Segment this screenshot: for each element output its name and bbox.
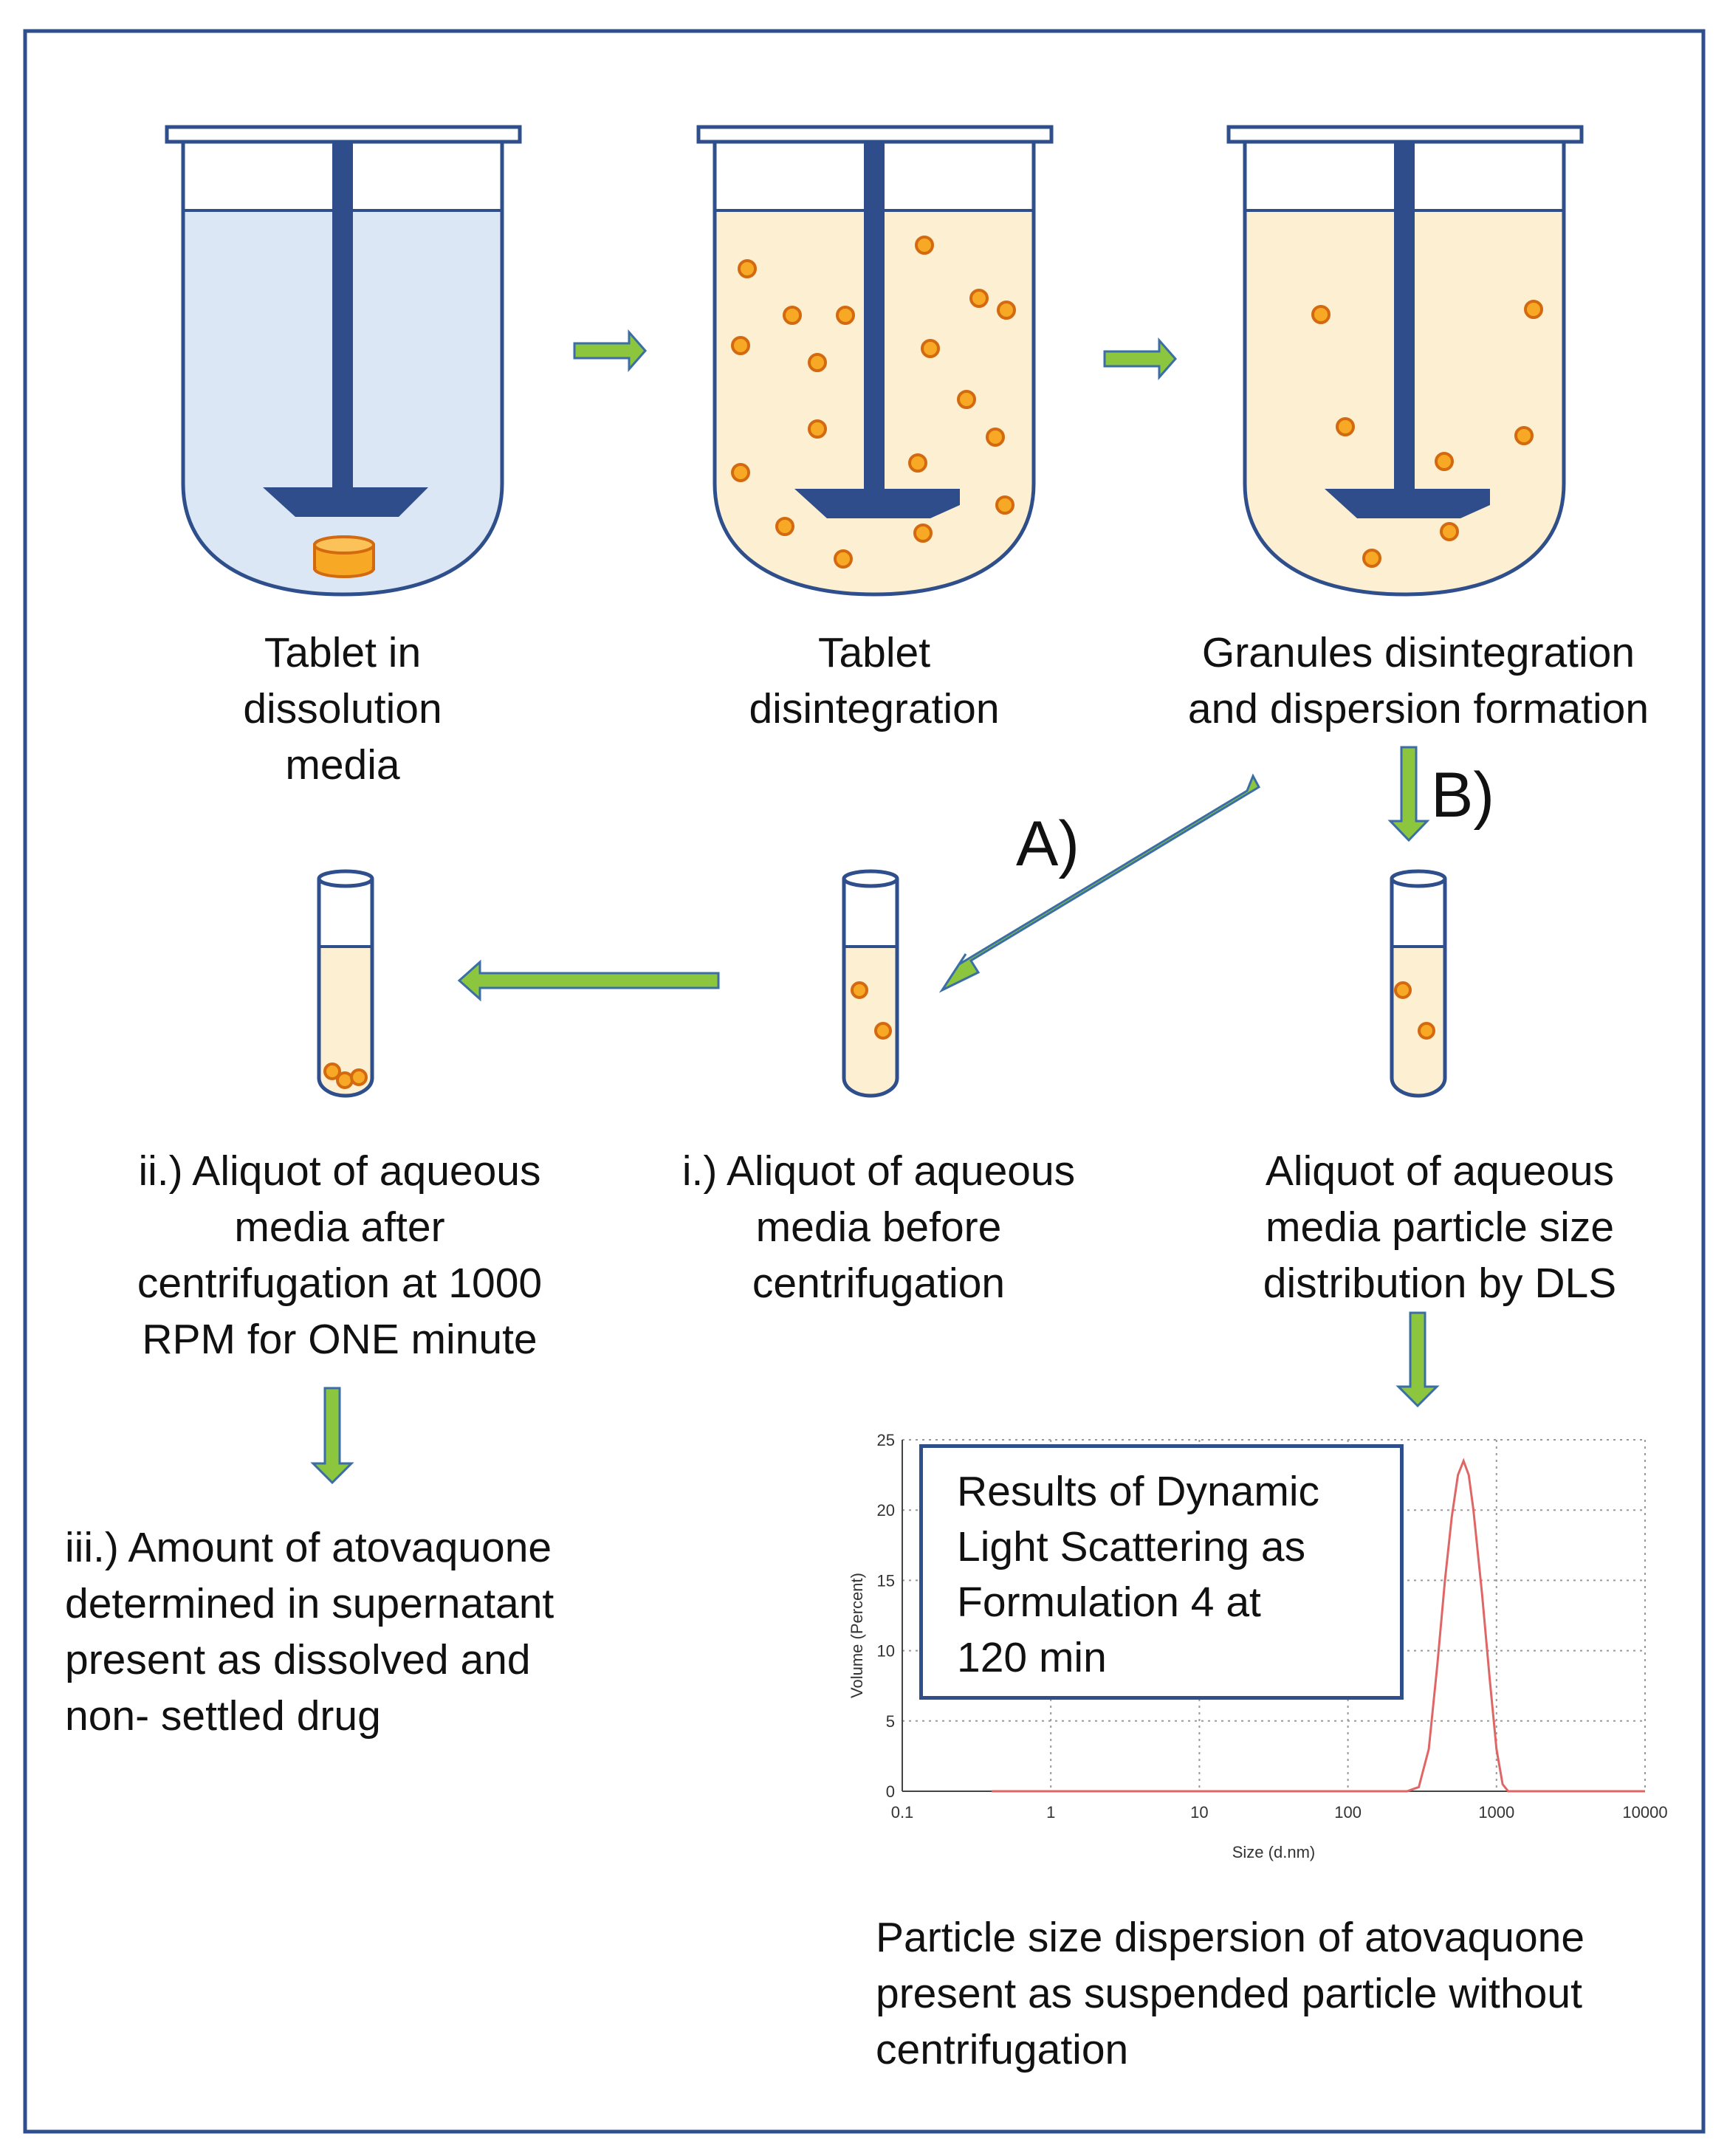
chart-y-tick-label: 5 <box>886 1712 895 1731</box>
chart-y-tick-label: 25 <box>877 1431 895 1449</box>
particle <box>908 453 927 473</box>
vessel-1-caption: Tablet in dissolution media <box>243 629 442 789</box>
stirrer-3-blade <box>1325 489 1490 518</box>
tube-before <box>842 869 899 1098</box>
vessel-1-lid <box>165 125 522 144</box>
stirrer-2-shaft <box>864 142 885 489</box>
vessel-3-wall <box>1243 142 1566 597</box>
suspended-particles <box>1394 981 1435 1040</box>
arrow-path-b <box>1387 746 1430 842</box>
particle <box>986 428 1005 447</box>
stirrer-1-shaft <box>332 142 353 489</box>
tube-before-caption: i.) Aliquot of aqueous media before cent… <box>681 1147 1076 1307</box>
chart-x-tick-label: 10000 <box>1622 1803 1667 1822</box>
vessel-2-wall <box>713 142 1036 597</box>
particle <box>995 495 1014 515</box>
sediment-particles <box>323 1062 368 1089</box>
vessel-2 <box>696 125 1054 597</box>
particle <box>836 306 855 325</box>
chart-series <box>992 1458 1645 1793</box>
chart-y-tick-label: 20 <box>877 1501 895 1520</box>
particle <box>834 549 853 569</box>
chart-x-tick-label: 10 <box>1190 1803 1208 1822</box>
chart-x-tick-label: 100 <box>1334 1803 1362 1822</box>
particle <box>738 259 757 278</box>
dls-results-box: Results of Dynamic Light Scattering as F… <box>919 1444 1404 1700</box>
dls-chart: 0.1 1 10 100 1000 10000 0 5 10 15 20 25 Size (d.nm)… <box>848 1431 1668 1861</box>
chart-y-tick-label: 15 <box>877 1571 895 1590</box>
tube-centrifuged-caption: ii.) Aliquot of aqueous media after cent… <box>137 1147 543 1363</box>
particle <box>1440 522 1459 541</box>
particle <box>1524 300 1543 319</box>
chart-x-axis-label: Size (d.nm) <box>1232 1843 1315 1861</box>
vessel-3-lid <box>1226 125 1584 144</box>
particle <box>808 419 827 439</box>
chart-x-tick-label: 1000 <box>1478 1803 1514 1822</box>
arrow-to-result <box>310 1387 354 1485</box>
chart-y-axis-label: Volume (Percent) <box>848 1573 866 1698</box>
particle <box>731 336 750 355</box>
particle <box>808 353 827 372</box>
vessel-2-particles <box>731 236 1016 569</box>
chart-y-tick-label: 10 <box>877 1642 895 1661</box>
stirrer-1-blade <box>263 487 428 517</box>
chart-x-tick-label: 0.1 <box>891 1803 914 1822</box>
arrow-to-centrifuge <box>457 959 720 1002</box>
particle <box>957 390 976 409</box>
chart-x-tick-label: 1 <box>1046 1803 1055 1822</box>
tube-dls-caption: Aliquot of aqueous media particle size d… <box>1263 1147 1617 1307</box>
particle <box>1336 417 1355 436</box>
particle <box>921 339 940 358</box>
arrow-vessel1-to-vessel2 <box>573 329 647 372</box>
arrow-path-a <box>938 773 1260 993</box>
tablet-icon <box>313 535 375 578</box>
outer-frame <box>23 29 1706 2134</box>
path-b-label: B) <box>1431 760 1494 831</box>
stirrer-2-blade <box>794 489 960 518</box>
vessel-3-caption: Granules disintegration and dispersion f… <box>1187 629 1649 732</box>
particle <box>915 236 934 255</box>
particle <box>913 523 933 543</box>
dls-caption: Particle size dispersion of atovaquone p… <box>876 1914 1585 2073</box>
particle <box>1435 452 1454 471</box>
particle <box>783 306 802 325</box>
chart-tick-labels: 0.1 1 10 100 1000 10000 0 5 10 15 20 25 <box>877 1431 1668 1822</box>
particle <box>969 289 989 308</box>
tube-centrifuged <box>317 869 374 1098</box>
stirrer-3-shaft <box>1394 142 1415 489</box>
particle <box>1362 549 1381 568</box>
arrow-to-dls-chart <box>1395 1311 1440 1408</box>
vessel-3 <box>1226 125 1584 597</box>
particle <box>1514 426 1534 445</box>
particle <box>731 463 750 482</box>
particle <box>1311 305 1331 324</box>
tube-dls <box>1390 869 1447 1098</box>
vessel-1 <box>165 125 522 597</box>
vessel-3-particles <box>1311 300 1543 568</box>
particle <box>775 517 794 536</box>
path-a-label: A) <box>1016 808 1079 879</box>
chart-series-line <box>992 1458 1645 1793</box>
particle <box>997 301 1016 320</box>
suspended-particles <box>851 981 892 1040</box>
vessel-1-wall <box>181 142 504 597</box>
result-caption: iii.) Amount of atovaquone determined in… <box>65 1524 555 1740</box>
vessel-2-lid <box>696 125 1054 144</box>
vessel-2-caption: Tablet disintegration <box>749 629 1000 732</box>
chart-y-tick-label: 0 <box>886 1782 895 1801</box>
arrow-vessel2-to-vessel3 <box>1103 337 1177 380</box>
